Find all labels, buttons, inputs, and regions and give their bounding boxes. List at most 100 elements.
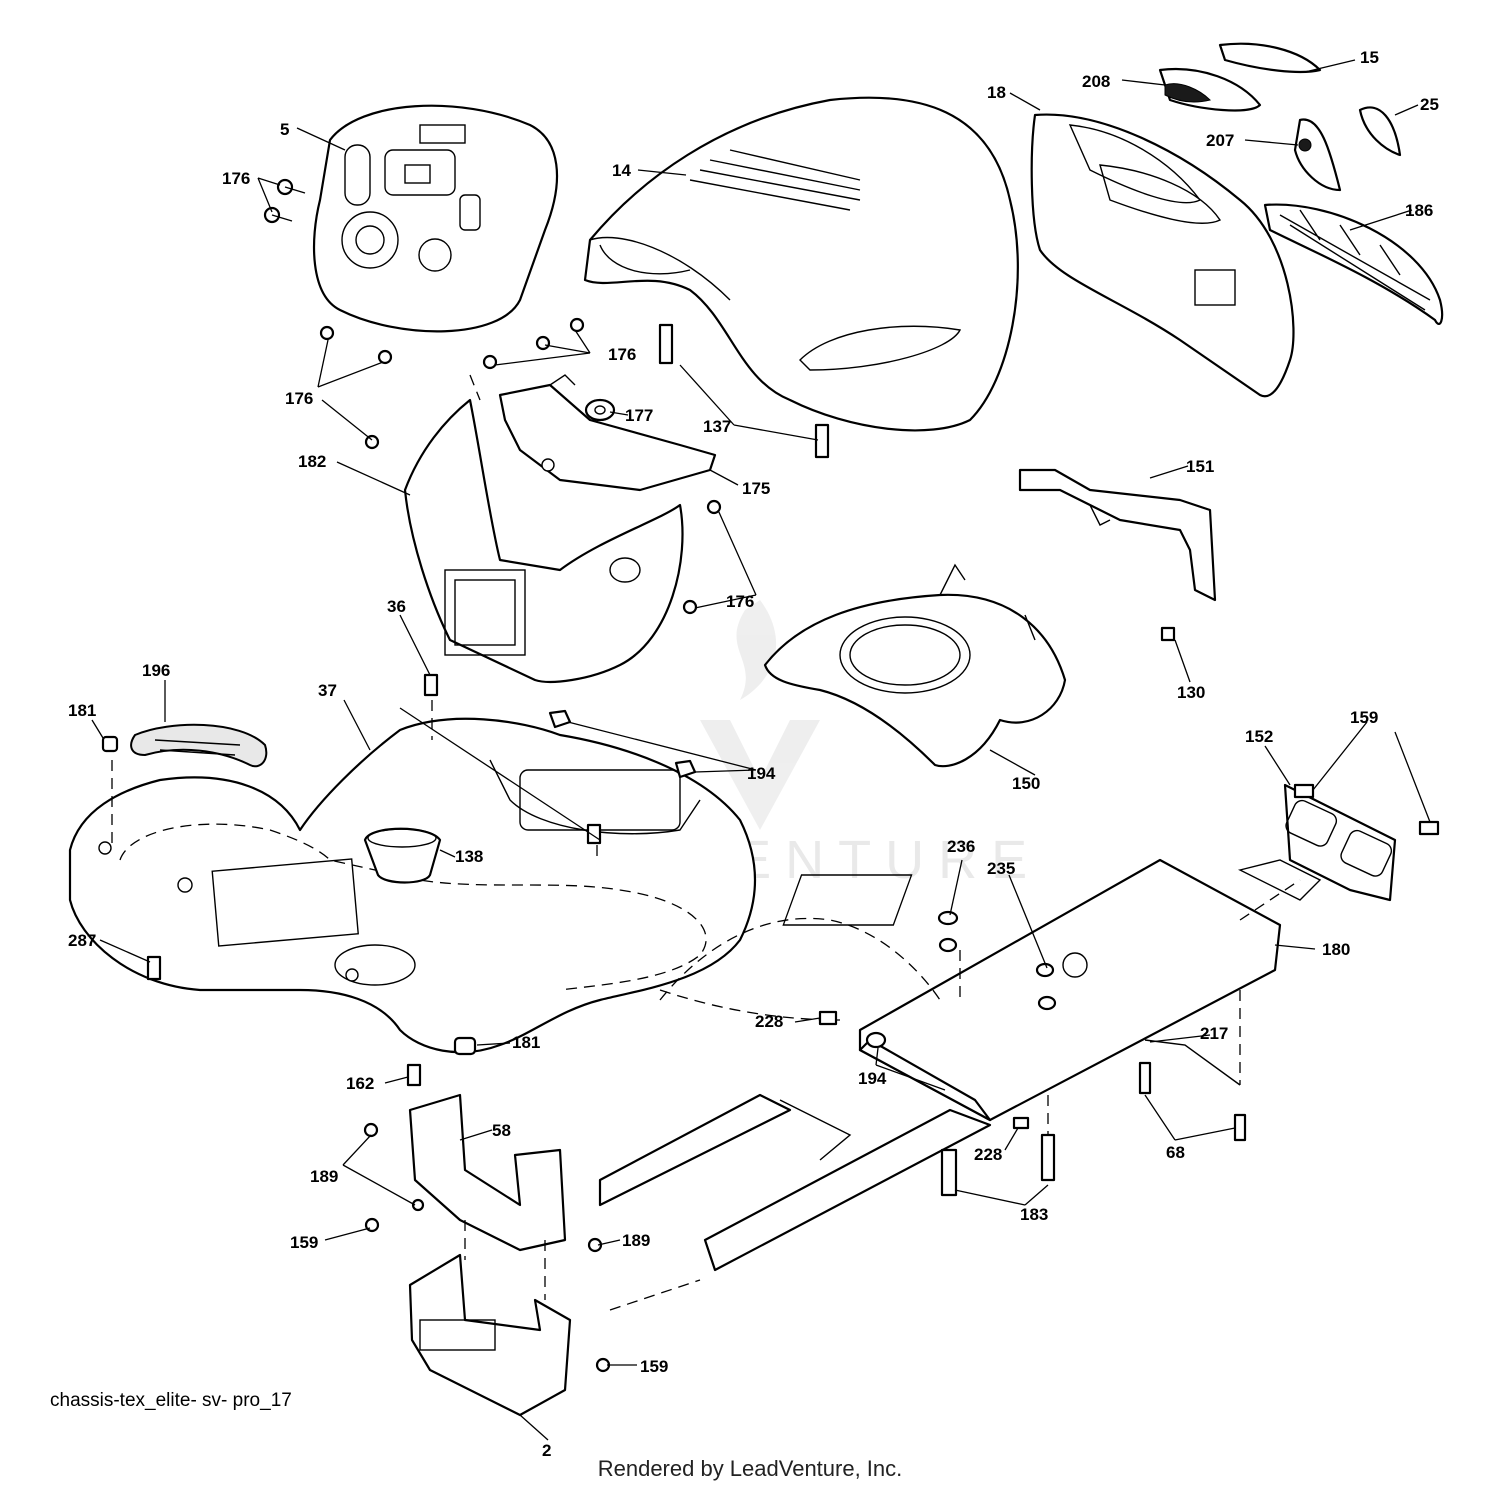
callout-150: 150 [1012, 774, 1040, 793]
callout-159: 159 [640, 1357, 668, 1376]
callout-176: 176 [726, 592, 754, 611]
part-175-bracket [498, 374, 717, 492]
callout-228: 228 [755, 1012, 783, 1031]
callout-228: 228 [974, 1145, 1002, 1164]
part-186-grille [1263, 203, 1444, 326]
callout-182: 182 [298, 452, 326, 471]
callout-208: 208 [1082, 72, 1110, 91]
callout-194: 194 [858, 1069, 887, 1088]
part-2-lower-bracket [408, 1253, 572, 1417]
callout-36: 36 [387, 597, 406, 616]
fastener [548, 709, 572, 729]
callout-151: 151 [1186, 457, 1214, 476]
callout-labels: 5 176 176 176 176 176 14 208 15 18 25 20… [68, 48, 1439, 1460]
part-182-lower-dash [403, 398, 684, 683]
fastener [364, 434, 380, 450]
callout-177: 177 [625, 406, 653, 425]
fastener [453, 1036, 477, 1056]
fastener [818, 1010, 838, 1026]
callout-2: 2 [542, 1441, 551, 1460]
part-15-lens [1218, 42, 1322, 74]
fastener [1138, 1061, 1152, 1095]
part-151-bracket [1018, 468, 1217, 602]
fastener [937, 910, 959, 926]
callout-159: 159 [290, 1233, 318, 1252]
callout-176: 176 [608, 345, 636, 364]
callout-189: 189 [622, 1231, 650, 1250]
fastener [1035, 962, 1055, 978]
part-180-frame [598, 858, 1282, 1272]
part-152-bracket [1237, 783, 1397, 902]
part-137-bumper-pad [658, 323, 830, 459]
callout-186: 186 [1405, 201, 1433, 220]
fastener [682, 599, 698, 615]
callout-194: 194 [747, 764, 776, 783]
part-207-headlight [1293, 118, 1342, 192]
part-196-step-pad [130, 723, 268, 768]
callout-152: 152 [1245, 727, 1273, 746]
callout-181: 181 [512, 1033, 540, 1052]
fastener [1012, 1116, 1030, 1130]
fastener [1160, 626, 1176, 642]
alignment-lines [111, 374, 1301, 1311]
callout-217: 217 [1200, 1024, 1228, 1043]
callout-162: 162 [346, 1074, 374, 1093]
part-177-grommet [584, 398, 616, 422]
callout-287: 287 [68, 931, 96, 950]
callout-58: 58 [492, 1121, 511, 1140]
callout-176: 176 [222, 169, 250, 188]
part-150-shroud [763, 563, 1067, 768]
fastener [706, 499, 722, 515]
callout-138: 138 [455, 847, 483, 866]
footer-credit: Rendered by LeadVenture, Inc. [597, 1456, 903, 1481]
fastener [1418, 820, 1440, 836]
callout-18: 18 [987, 83, 1006, 102]
callout-183: 183 [1020, 1205, 1048, 1224]
part-208-headlight [1158, 68, 1262, 112]
callout-235: 235 [987, 859, 1015, 878]
part-138-boot [363, 827, 442, 884]
callout-5: 5 [280, 120, 289, 139]
part-18-front-housing [1030, 113, 1295, 398]
callout-236: 236 [947, 837, 975, 856]
fastener [146, 955, 162, 981]
callout-130: 130 [1177, 683, 1205, 702]
drawing-id: chassis-tex_elite- sv- pro_17 [50, 1390, 292, 1411]
callout-137: 137 [703, 417, 731, 436]
callout-196: 196 [142, 661, 170, 680]
fastener [263, 206, 293, 224]
callout-159: 159 [1350, 708, 1378, 727]
callout-37: 37 [318, 681, 337, 700]
part-14-hood [583, 96, 1019, 432]
callout-181: 181 [68, 701, 96, 720]
part-25-lens-small [1358, 106, 1402, 157]
fastener [101, 735, 119, 753]
fastener [674, 759, 697, 779]
part-5-dash-panel [312, 104, 559, 333]
fastener [1037, 995, 1057, 1011]
fastener [482, 354, 498, 370]
fastener [276, 178, 306, 196]
fastener [1040, 1133, 1056, 1182]
callout-14: 14 [612, 161, 631, 180]
fastener [938, 937, 958, 953]
hardware [101, 178, 1440, 1373]
fastener [363, 1122, 379, 1138]
callout-180: 180 [1322, 940, 1350, 959]
fastener [319, 325, 335, 341]
callout-207: 207 [1206, 131, 1234, 150]
callout-68: 68 [1166, 1143, 1185, 1162]
fastener [535, 335, 551, 351]
part-37-fender [68, 717, 757, 1054]
fastener [411, 1198, 425, 1212]
fastener [377, 349, 393, 365]
cable-217 [1144, 1039, 1241, 1086]
fastener [587, 1237, 603, 1253]
watermark-logo [700, 600, 820, 830]
callout-25: 25 [1420, 95, 1439, 114]
fastener [406, 1063, 422, 1087]
callout-15: 15 [1360, 48, 1379, 67]
fastener [865, 1031, 887, 1049]
leader-lines [91, 59, 1431, 1441]
